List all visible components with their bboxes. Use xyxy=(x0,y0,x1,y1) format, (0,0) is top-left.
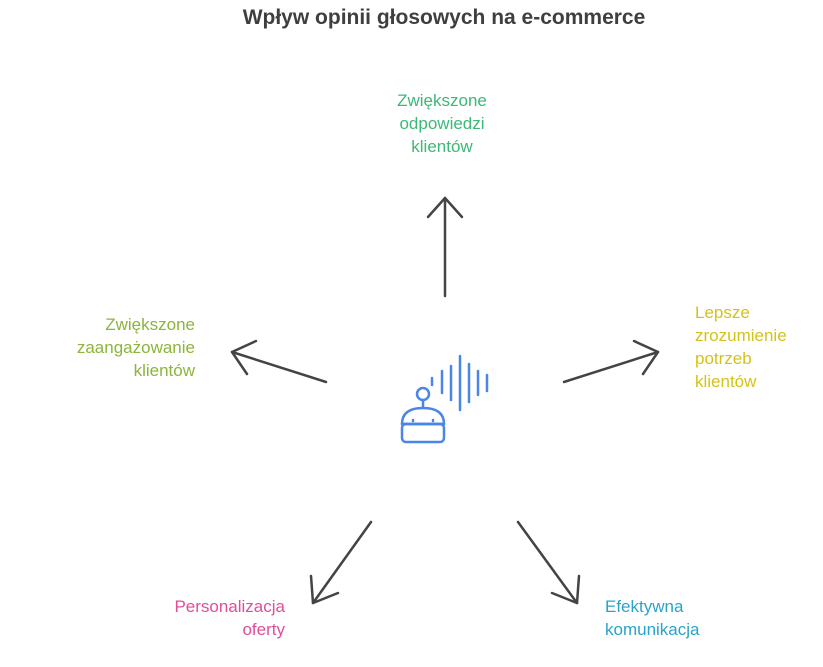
voice-robot-icon xyxy=(400,354,489,444)
label-top-line-1: Zwiększone xyxy=(397,91,487,110)
label-right-line-1: Lepsze xyxy=(695,303,750,322)
label-left-line-3: klientów xyxy=(133,361,195,380)
arrow-bottom-left xyxy=(309,520,373,605)
label-top-line-3: klientów xyxy=(411,137,473,156)
label-bottom-right: Efektywna komunikacja xyxy=(605,595,785,641)
label-bottom-right-line-1: Efektywna xyxy=(605,597,684,616)
arrow-left xyxy=(230,339,328,384)
label-bottom-left: Personalizacja oferty xyxy=(110,595,285,641)
label-left-line-2: zaangażowanie xyxy=(76,338,195,357)
label-right-line-3: potrzeb xyxy=(695,349,752,368)
label-bottom-left-line-1: Personalizacja xyxy=(174,597,285,616)
label-bottom-left-line-2: oferty xyxy=(242,620,285,639)
label-top-line-2: odpowiedzi xyxy=(399,114,485,133)
label-right-line-2: zrozumienie xyxy=(695,326,787,345)
label-top: Zwiększone odpowiedzi klientów xyxy=(342,89,542,158)
arrow-bottom-right xyxy=(516,520,581,605)
label-right-line-4: klientów xyxy=(695,372,757,391)
arrow-top xyxy=(426,196,464,298)
label-left-line-1: Zwiększone xyxy=(105,315,195,334)
label-left: Zwiększone zaangażowanie klientów xyxy=(30,313,195,382)
diagram-title: Wpływ opinii głosowych na e-commerce xyxy=(242,6,646,29)
label-right: Lepsze zrozumienie potrzeb klientów xyxy=(695,301,815,393)
label-bottom-right-line-2: komunikacja xyxy=(605,620,700,639)
arrow-right xyxy=(562,339,660,384)
